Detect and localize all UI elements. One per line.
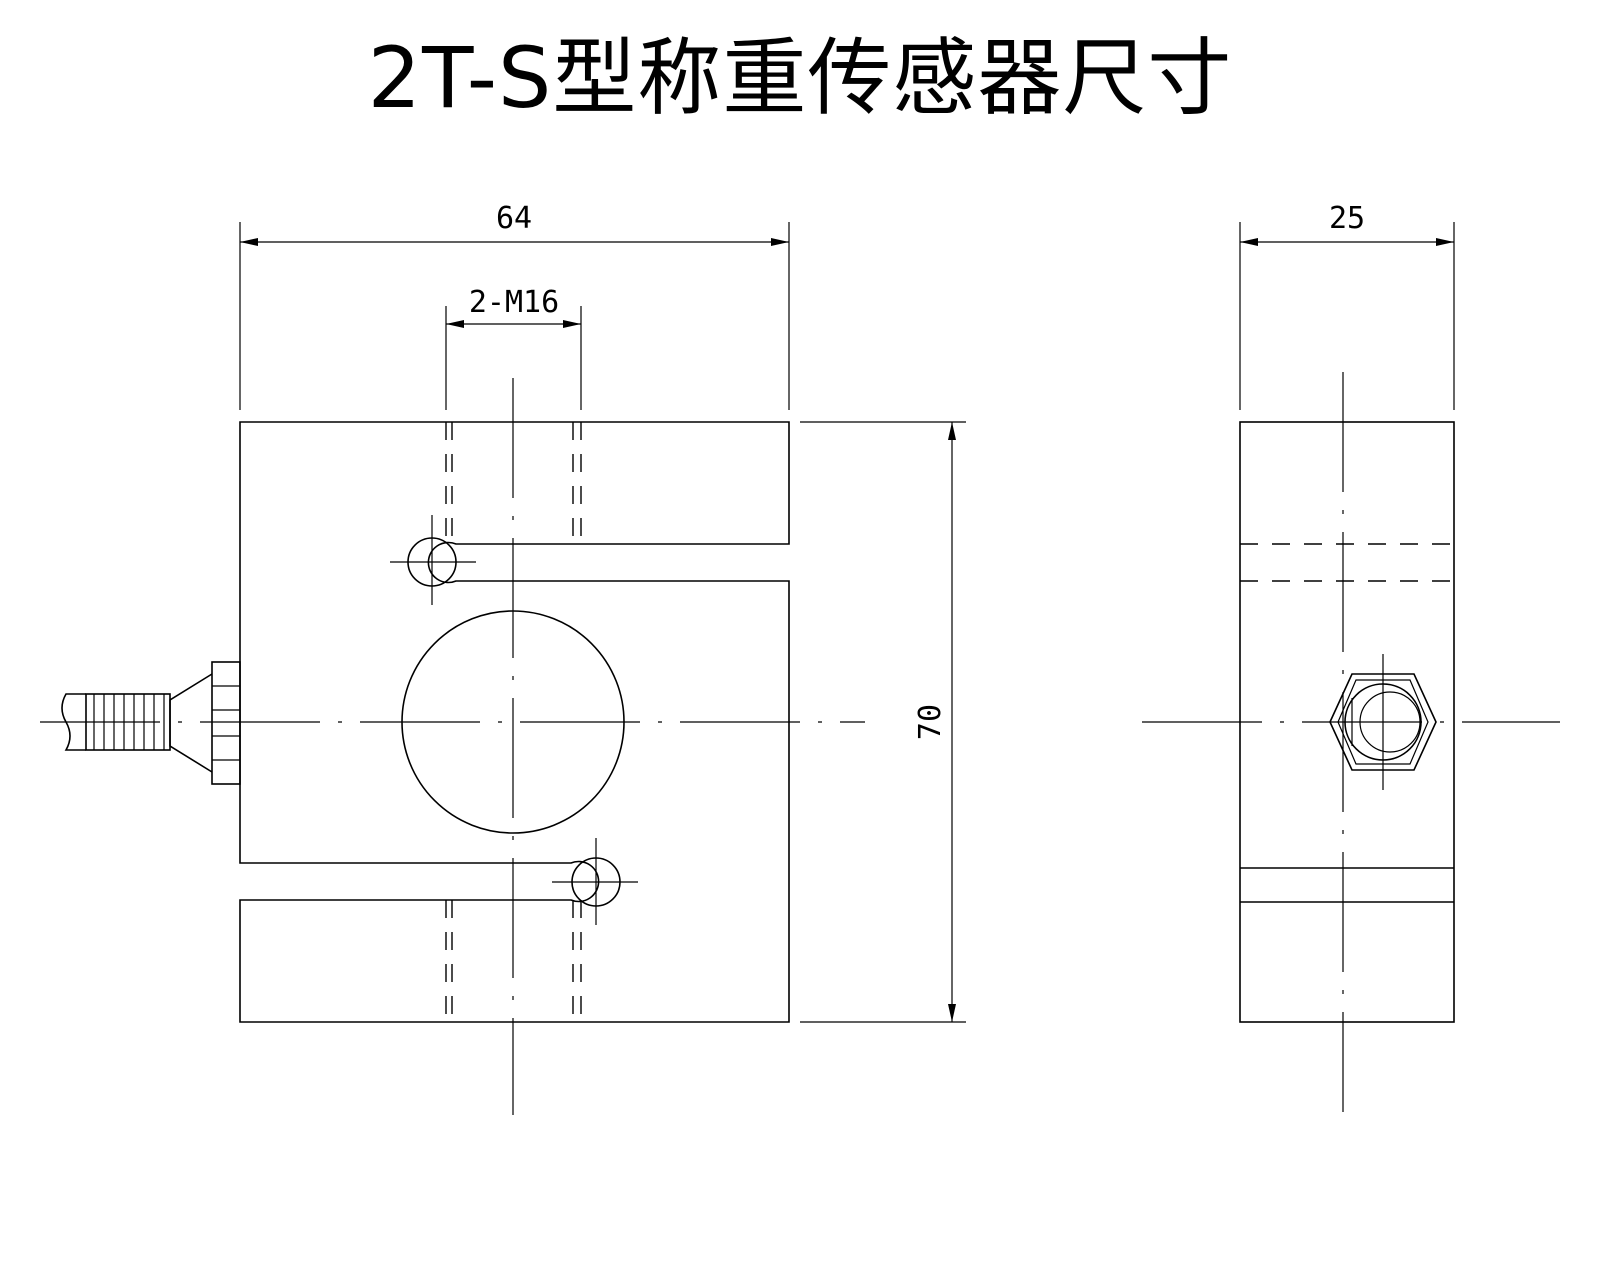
dimension-depth: 25 [1239,201,1455,410]
dimension-height: 70 [800,421,966,1023]
cable-connector [61,661,241,785]
dimension-height-label: 70 [913,704,948,740]
dimension-thread-label: 2-M16 [469,285,559,320]
dimension-width: 64 [239,201,790,410]
dimension-thread: 2-M16 [445,285,582,410]
side-view: 25 [1142,201,1560,1112]
s-body-outline [239,421,790,1023]
dimension-depth-label: 25 [1329,201,1365,236]
drawing-title: 2T-S型称重传感器尺寸 [367,29,1233,127]
front-view: 64 2-M16 70 [40,201,966,1115]
dimension-width-label: 64 [496,201,532,236]
